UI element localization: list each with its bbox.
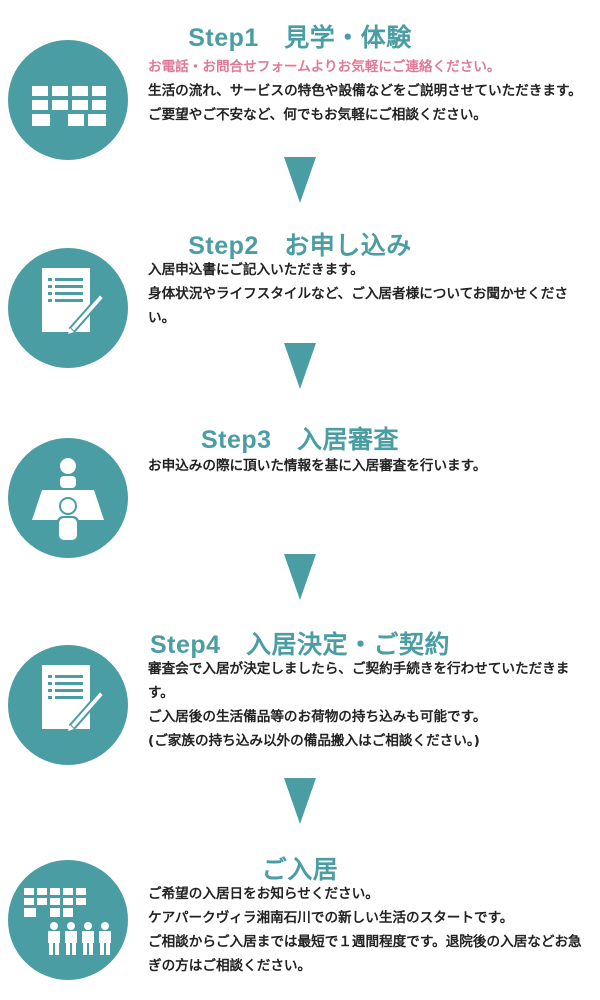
step1-description: お電話・お問合せフォームよりお気軽にご連絡ください。 生活の流れ、サービスの特色…: [148, 55, 588, 127]
document-pen-icon: [8, 248, 128, 368]
step1-highlight: お電話・お問合せフォームよりお気軽にご連絡ください。: [148, 59, 501, 75]
step4-title: Step4 入居決定・ご契約: [149, 631, 451, 659]
step2-description: 入居申込書にご記入いただきます。 身体状況やライフスタイルなど、ご入居者様につい…: [148, 258, 588, 330]
step4-description: 審査会で入居が決定しましたら、ご契約手続きを行わせていただきます。 ご入居後の生…: [148, 657, 588, 753]
building-people-icon: [8, 860, 128, 980]
step5-description: ご希望の入居日をお知らせください。 ケアパークヴィラ湘南石川での新しい生活のスタ…: [148, 882, 588, 978]
step4-line: (ご家族の持ち込み以外の備品搬入はご相談ください。): [148, 733, 480, 749]
step1-line: 生活の流れ、サービスの特色や設備などをご説明させていただきます。ご要望やご不安な…: [148, 83, 582, 123]
document-pen-icon: [8, 645, 128, 765]
step2-line: 身体状況やライフスタイルなど、ご入居者様についてお聞かせください。: [148, 286, 568, 326]
down-arrow-icon: [284, 157, 316, 203]
step5-title: ご入居: [261, 856, 339, 884]
step2-title: Step2 お申し込み: [188, 232, 412, 260]
step2-line: 入居申込書にご記入いただきます。: [148, 262, 364, 278]
step4-line: ご入居後の生活備品等のお荷物の持ち込みも可能です。: [148, 709, 487, 725]
interview-icon: [8, 438, 128, 558]
down-arrow-icon: [284, 778, 316, 824]
step3-title: Step3 入居審査: [200, 426, 400, 454]
step5-line: ケアパークヴィラ湘南石川での新しい生活のスタートです。: [148, 910, 514, 926]
step5-line: ご希望の入居日をお知らせください。: [148, 886, 379, 902]
down-arrow-icon: [284, 343, 316, 389]
step1-title: Step1 見学・体験: [188, 24, 412, 52]
building-icon: [8, 40, 128, 160]
step3-line: お申込みの際に頂いた情報を基に入居審査を行います。: [148, 458, 487, 474]
step3-description: お申込みの際に頂いた情報を基に入居審査を行います。: [148, 454, 588, 478]
step5-line: ご相談からご入居までは最短で１週間程度です。退院後の入居などお急ぎの方はご相談く…: [148, 934, 582, 974]
step4-line: 審査会で入居が決定しましたら、ご契約手続きを行わせていただきます。: [148, 661, 570, 701]
down-arrow-icon: [284, 554, 316, 600]
